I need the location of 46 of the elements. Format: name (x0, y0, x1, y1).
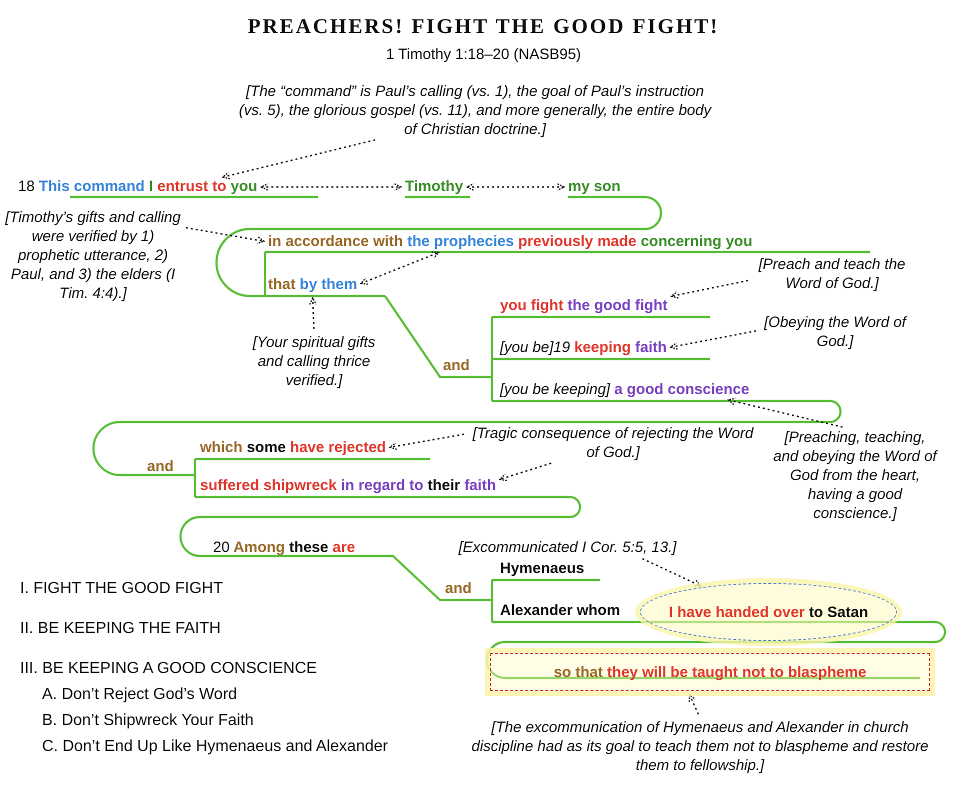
outline-item: C. Don’t End Up Like Hymenaeus and Alexander (42, 738, 388, 756)
dotted-arrow (360, 251, 440, 285)
annotation-text: [Excommunicated I Cor. 5:5, 13.] (425, 538, 710, 557)
dotted-arrow (186, 227, 265, 244)
annotation-text: [Obeying the Word of God.] (760, 313, 910, 351)
annotation-text: [Tragic consequence of rejecting the Word of God.] (468, 424, 758, 462)
outline-item: II. BE KEEPING THE FAITH (20, 620, 221, 638)
phrase-text: [you be keeping] a good conscience (500, 381, 750, 399)
phrase-text: which some have rejected (200, 439, 386, 457)
dotted-arrow (466, 183, 565, 191)
annotation-text: [Timothy’s gifts and calling were verified by 1) prophetic utterance, 2) Paul, and 3) the elders (I Tim. 4:4).] (4, 208, 182, 303)
annotation-text: [The “command” is Paul’s calling (vs. 1), the goal of Paul’s instruction (vs. 5), the glorious gospel (vs. 11), and more generally, the entire body of Christian doctrine.] (235, 82, 715, 139)
dotted-arrow (670, 280, 748, 299)
phrase-text: Alexander whom (500, 602, 620, 620)
outline-item: I. FIGHT THE GOOD FIGHT (20, 580, 223, 598)
phrase-text: in accordance with the prophecies previously made concerning you (268, 233, 752, 251)
dotted-arrow (688, 694, 700, 715)
dotted-arrow (389, 434, 464, 450)
dotted-arrow (222, 139, 376, 180)
phrase-text: 18 This command I entrust to you (18, 178, 258, 196)
conjunction-text: and (147, 458, 174, 475)
outline-item: B. Don’t Shipwreck Your Faith (42, 712, 254, 730)
phrase-text: that by them (268, 276, 358, 294)
conjunction-text: and (443, 357, 470, 374)
phrase-text: 20 Among these are (213, 539, 356, 557)
phrase-text: Timothy (405, 178, 464, 196)
dotted-arrow (309, 297, 317, 330)
phrase-text: my son (568, 178, 621, 196)
title: PREACHERS! FIGHT THE GOOD FIGHT! (246, 14, 720, 39)
dotted-arrow (499, 462, 552, 482)
phrase-text: [you be]19 keeping faith (500, 339, 667, 357)
phrase-text: you fight the good fight (500, 297, 668, 315)
annotation-text: [The excommunication of Hymenaeus and Alexander in church discipline had as its goal to teach them not to blaspheme and restore them to fellowship.] (465, 718, 935, 775)
annotation-text: [Preach and teach the Word of God.] (752, 255, 912, 293)
conjunction-text: and (445, 580, 472, 597)
dotted-arrow (728, 398, 843, 428)
dotted-arrow (642, 558, 702, 587)
annotation-text: [Preaching, teaching, and obeying the Word of God from the heart, having a good conscience.] (770, 428, 940, 523)
annotation-text: [Your spiritual gifts and calling thrice verified.] (245, 333, 383, 390)
phrase-text: suffered shipwreck in regard to their faith (200, 477, 496, 495)
subtitle: 1 Timothy 1:18–20 (NASB95) (384, 46, 582, 63)
dotted-arrow (670, 330, 756, 350)
phrase-text: Hymenaeus (500, 560, 584, 578)
dotted-arrow (260, 183, 402, 191)
outline-item: III. BE KEEPING A GOOD CONSCIENCE (20, 660, 317, 678)
outline-item: A. Don’t Reject God’s Word (42, 686, 238, 704)
